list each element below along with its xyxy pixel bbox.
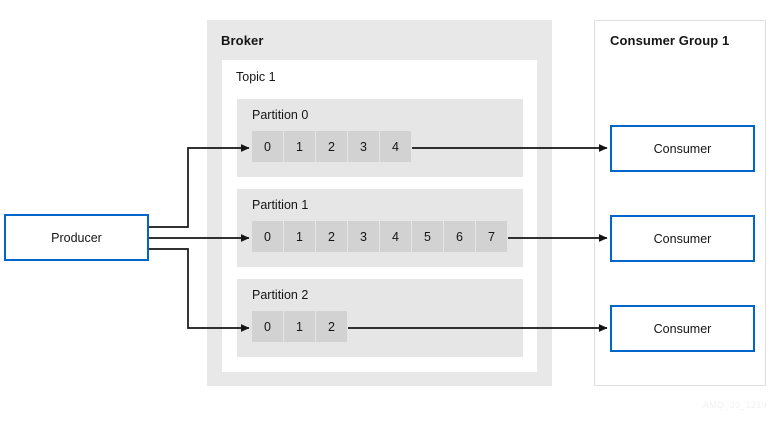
consumer-box-1[interactable]: Consumer <box>610 125 755 172</box>
partition-label-0: Partition 0 <box>252 108 309 122</box>
consumer-group-title: Consumer Group 1 <box>610 33 730 48</box>
partition-messages-1: 0 1 2 3 4 5 6 7 <box>252 221 507 252</box>
consumer-label: Consumer <box>653 141 712 156</box>
partition-messages-0: 0 1 2 3 4 <box>252 131 411 162</box>
consumer-box-2[interactable]: Consumer <box>610 215 755 262</box>
message-cell: 4 <box>380 131 411 162</box>
message-cell: 4 <box>380 221 411 252</box>
message-cell: 0 <box>252 131 283 162</box>
producer-label: Producer <box>51 230 102 245</box>
consumer-label: Consumer <box>653 231 712 246</box>
partition-label-2: Partition 2 <box>252 288 309 302</box>
partition-label-1: Partition 1 <box>252 198 309 212</box>
message-cell: 3 <box>348 131 379 162</box>
message-cell: 2 <box>316 221 347 252</box>
message-cell: 5 <box>412 221 443 252</box>
message-cell: 0 <box>252 311 283 342</box>
message-cell: 3 <box>348 221 379 252</box>
consumer-label: Consumer <box>653 321 712 336</box>
message-cell: 1 <box>284 311 315 342</box>
partition-row-1: Partition 1 0 1 2 3 4 5 6 7 <box>237 189 523 267</box>
partition-messages-2: 0 1 2 <box>252 311 347 342</box>
broker-title: Broker <box>221 33 264 48</box>
consumer-box-3[interactable]: Consumer <box>610 305 755 352</box>
message-cell: 7 <box>476 221 507 252</box>
message-cell: 1 <box>284 131 315 162</box>
topic-title: Topic 1 <box>236 70 276 84</box>
message-cell: 1 <box>284 221 315 252</box>
message-cell: 2 <box>316 131 347 162</box>
partition-row-2: Partition 2 0 1 2 <box>237 279 523 357</box>
watermark-label: AMQ_39_1219 <box>703 400 767 410</box>
message-cell: 2 <box>316 311 347 342</box>
partition-row-0: Partition 0 0 1 2 3 4 <box>237 99 523 177</box>
message-cell: 0 <box>252 221 283 252</box>
message-cell: 6 <box>444 221 475 252</box>
producer-box[interactable]: Producer <box>4 214 149 261</box>
